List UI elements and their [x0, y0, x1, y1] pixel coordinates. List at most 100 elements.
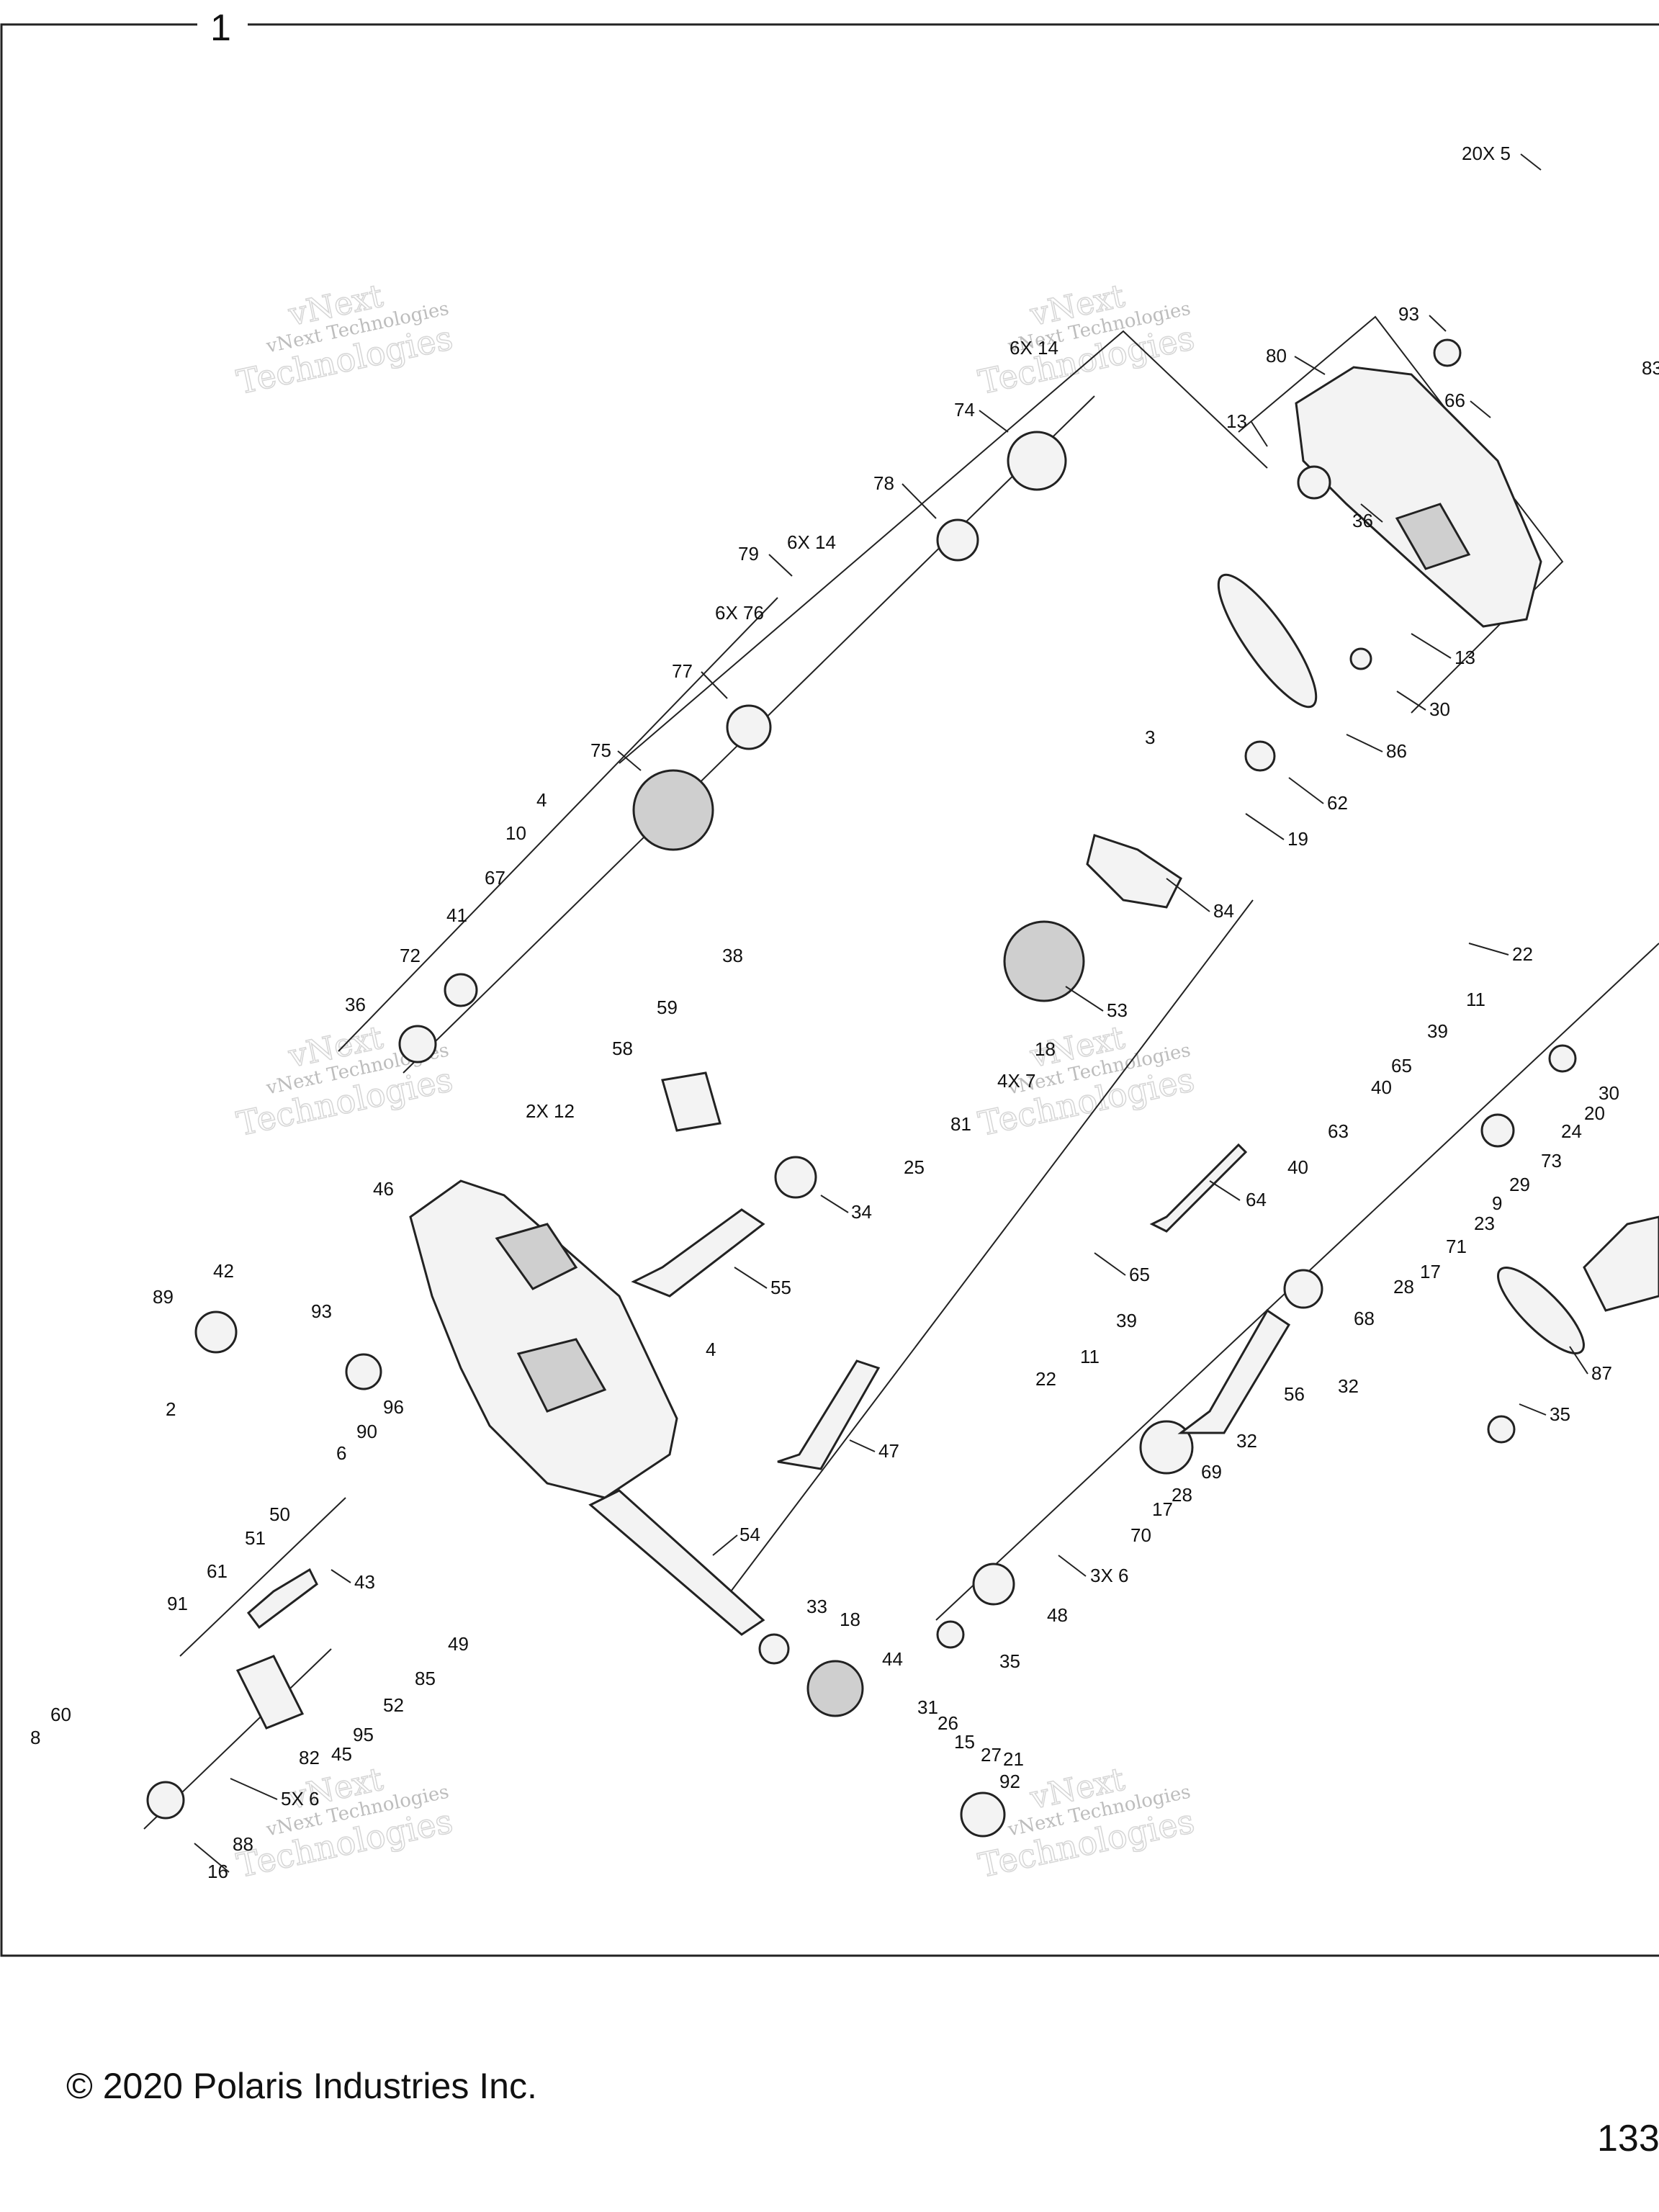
- callout: 80: [1266, 345, 1287, 367]
- callout: 68: [1354, 1308, 1375, 1329]
- callout: 2: [166, 1398, 176, 1420]
- parts: [146, 338, 1659, 1838]
- callout: 63: [1328, 1120, 1349, 1142]
- callout: 15: [954, 1731, 975, 1753]
- ring-92: [960, 1791, 1006, 1838]
- coupler-44: [806, 1660, 864, 1717]
- callout: 79: [738, 543, 759, 565]
- diagram-frame: 1: [0, 7, 1659, 1957]
- callout: 77: [672, 660, 693, 682]
- copyright-notice: © 2020 Polaris Industries Inc.: [66, 2066, 537, 2106]
- callout: 28: [1393, 1276, 1414, 1298]
- callout: 13: [1226, 410, 1247, 432]
- callout: 95: [353, 1724, 374, 1745]
- shaft-64: [1149, 1143, 1248, 1233]
- actuator-61: [246, 1568, 318, 1629]
- callout: 35: [999, 1650, 1020, 1672]
- callout: 28: [1172, 1484, 1192, 1506]
- callout: 3X 6: [1090, 1565, 1129, 1586]
- callout: 22: [1035, 1368, 1056, 1390]
- callout: 70: [1130, 1524, 1151, 1546]
- callout: 18: [840, 1609, 860, 1630]
- callout: 73: [1541, 1150, 1562, 1172]
- callout: 35: [1550, 1403, 1570, 1425]
- callout: 8: [30, 1727, 40, 1748]
- bearing-88: [146, 1781, 185, 1820]
- callout: 88: [233, 1833, 253, 1855]
- callout: 32: [1338, 1375, 1359, 1397]
- drum-58: [661, 1071, 721, 1132]
- callout: 38: [722, 945, 743, 966]
- bearing-35: [1487, 1415, 1516, 1444]
- callout: 87: [1591, 1362, 1612, 1384]
- callout: 6X 76: [715, 602, 764, 624]
- callout: 84: [1213, 900, 1234, 922]
- callout: 93: [1398, 303, 1419, 325]
- shaft-55: [631, 1208, 765, 1298]
- callout: 43: [354, 1571, 375, 1593]
- callout: 21: [1003, 1748, 1024, 1770]
- callout: 6X 14: [1010, 337, 1058, 359]
- shaft-47: [777, 1359, 881, 1470]
- callout: 69: [1201, 1461, 1222, 1483]
- callout: 22: [1512, 943, 1533, 965]
- callout: 71: [1446, 1236, 1467, 1257]
- callout: 32: [1236, 1430, 1257, 1452]
- drive-belt: [1497, 1267, 1585, 1354]
- callout: 23: [1474, 1213, 1495, 1234]
- callout: 9: [1492, 1192, 1502, 1214]
- callout: 81: [950, 1113, 971, 1135]
- callout: 25: [904, 1156, 925, 1178]
- callout: 85: [415, 1668, 436, 1689]
- page-number: 133: [1597, 2118, 1659, 2159]
- seal-93: [1433, 338, 1462, 367]
- bearing-36: [1297, 465, 1331, 500]
- gear-75: [632, 769, 714, 851]
- callout: 54: [739, 1524, 760, 1545]
- case-detail: [495, 1223, 578, 1290]
- callout: 65: [1129, 1264, 1150, 1285]
- callout: 47: [878, 1440, 899, 1462]
- gear-68: [1283, 1269, 1323, 1309]
- bearing-30: [1548, 1044, 1577, 1073]
- callout: 64: [1246, 1189, 1267, 1210]
- callout: 56: [1284, 1383, 1305, 1405]
- callout: 46: [373, 1178, 394, 1200]
- shaft-54: [588, 1489, 765, 1636]
- leader-lines: [194, 153, 1588, 1873]
- callout: 55: [770, 1277, 791, 1298]
- callout: 36: [1352, 510, 1373, 531]
- bearing-30: [1349, 647, 1372, 670]
- callout: 61: [207, 1560, 228, 1582]
- callout: 83: [1642, 357, 1659, 379]
- gear-62: [1244, 740, 1276, 772]
- callout: 50: [269, 1503, 290, 1525]
- callout: 82: [299, 1747, 320, 1768]
- callout: 29: [1509, 1174, 1530, 1195]
- callout: 34: [851, 1201, 872, 1223]
- carrier-78: [936, 518, 979, 562]
- output-yoke-87: [1583, 1215, 1659, 1312]
- callout: 41: [446, 904, 467, 926]
- callout: 18: [1035, 1038, 1056, 1060]
- callout: 13: [1455, 647, 1475, 668]
- callout: 33: [806, 1596, 827, 1617]
- callout: 48: [1047, 1604, 1068, 1626]
- callout: 20X 5: [1462, 143, 1511, 164]
- callout: 45: [331, 1743, 352, 1765]
- callout: 4: [536, 789, 547, 811]
- callout: 49: [448, 1633, 469, 1655]
- carrier-77: [726, 704, 772, 750]
- callout: 42: [213, 1260, 234, 1282]
- callout: 26: [938, 1712, 958, 1734]
- callout: 11: [1080, 1346, 1100, 1367]
- gear-53: [1003, 920, 1085, 1002]
- shift-fork-84: [1086, 834, 1182, 909]
- callout: 90: [356, 1421, 377, 1442]
- callout: 3: [1145, 727, 1155, 748]
- callout: 6X 14: [787, 531, 836, 553]
- callout: 20: [1584, 1102, 1605, 1124]
- bearing-35: [936, 1620, 965, 1649]
- callout: 17: [1152, 1498, 1173, 1520]
- callout: 75: [590, 739, 611, 761]
